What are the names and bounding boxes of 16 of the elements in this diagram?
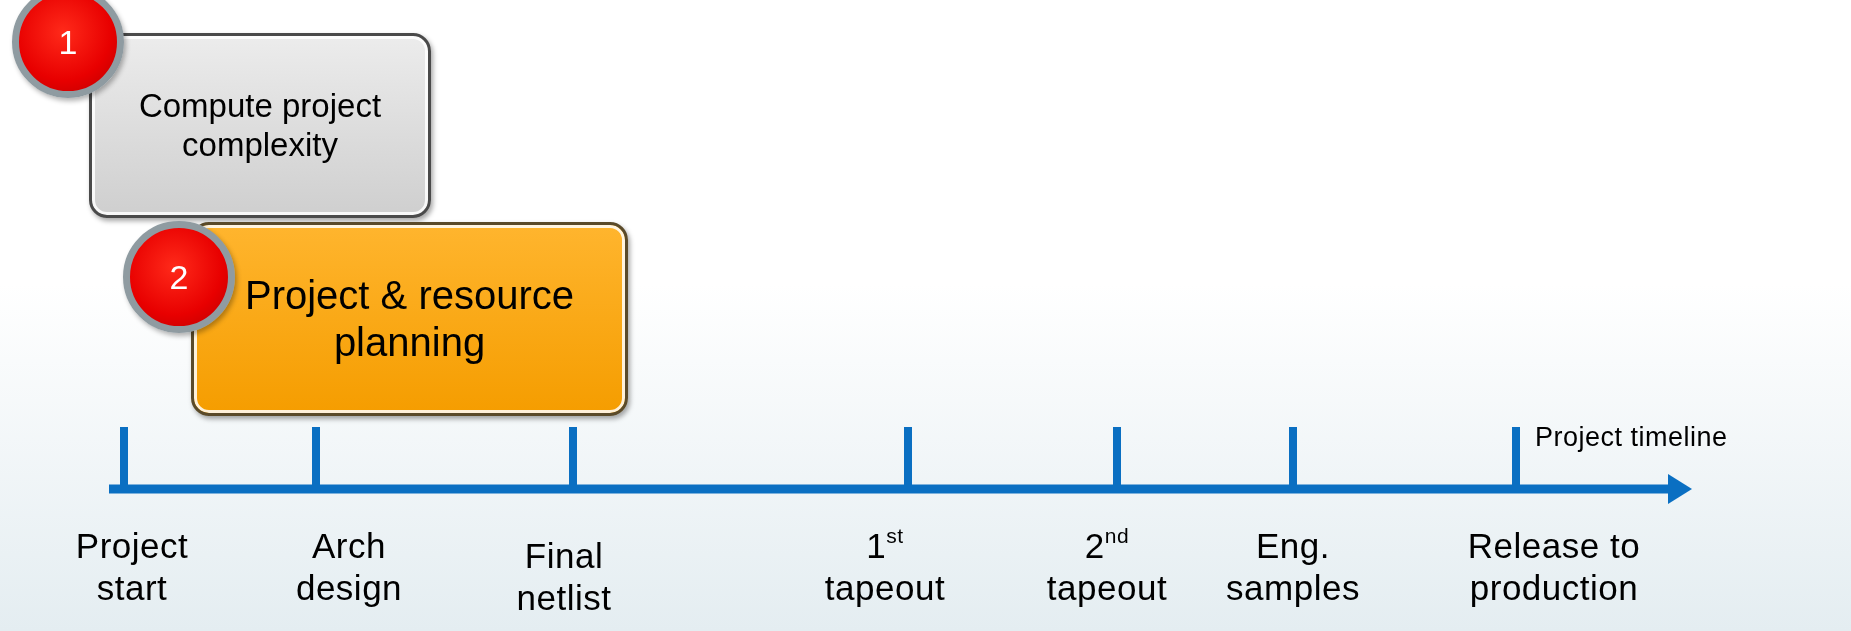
step-number: 1: [58, 22, 78, 62]
milestone-label: 1$^{st}$ tapeout: [823, 525, 947, 609]
milestone-label: Project start: [74, 525, 190, 609]
number-circle: [123, 221, 235, 333]
milestone-label: Arch design: [294, 525, 404, 609]
axis-title: Project timeline: [1535, 422, 1728, 453]
process-box: [89, 33, 431, 218]
milestone-label: Eng. samples: [1225, 525, 1361, 609]
process-box: [191, 222, 628, 416]
number-circle: [12, 0, 124, 98]
box-text: Compute project complexity: [137, 86, 383, 165]
milestone-label: Release to production: [1466, 525, 1642, 609]
step-number: 2: [169, 257, 189, 297]
box-text: Project & resource planning: [244, 271, 575, 366]
milestone-label: 2$^{nd}$ tapeout: [1045, 525, 1169, 609]
milestone-label: Final netlist: [515, 535, 613, 619]
